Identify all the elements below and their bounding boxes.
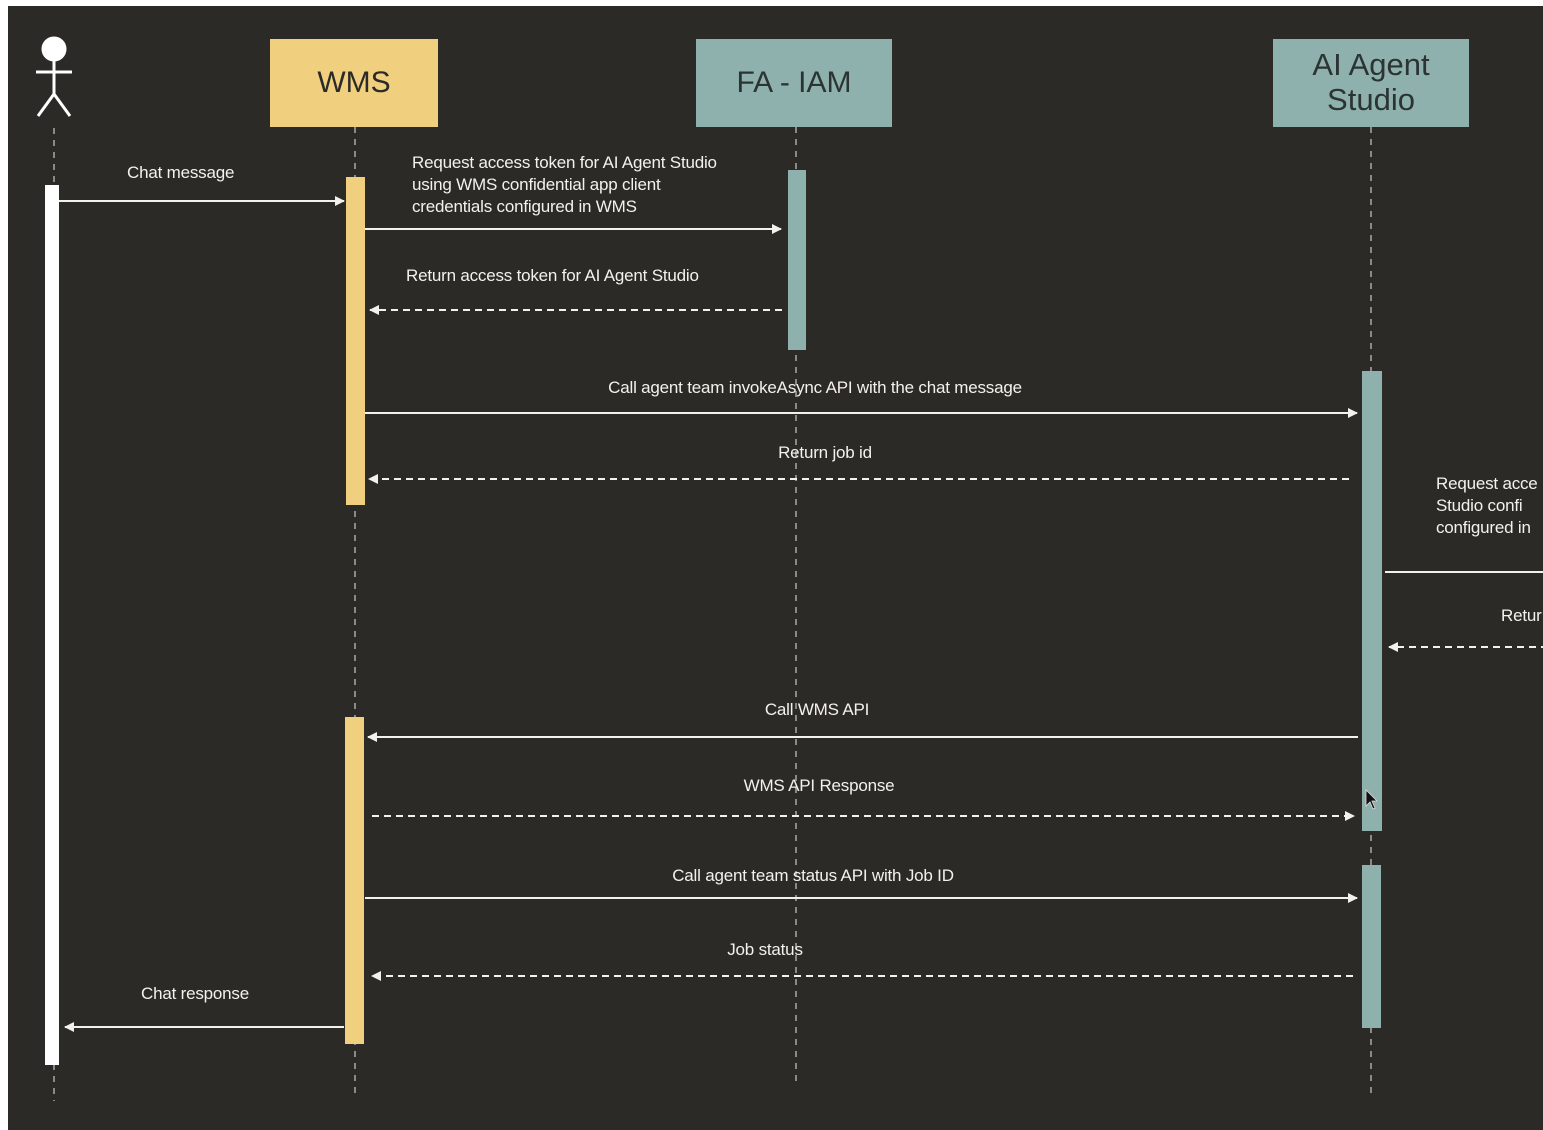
mouse-cursor-icon — [1365, 789, 1378, 810]
participant-fa-iam: FA - IAM — [696, 39, 892, 127]
message-request-access-token: Request access token for AI Agent Studio… — [412, 153, 717, 216]
message-status-api: Call agent team status API with Job ID — [672, 866, 954, 885]
activation-ai-2 — [1362, 865, 1381, 1028]
message-invoke-async: Call agent team invokeAsync API with the… — [608, 378, 1022, 397]
message-chat-response: Chat response — [141, 984, 249, 1003]
message-chat-message: Chat message — [127, 163, 235, 182]
activation-wms-1 — [346, 177, 365, 505]
activation-iam — [788, 170, 806, 350]
message-return-access-token: Return access token for AI Agent Studio — [406, 266, 699, 285]
participant-wms-label: WMS — [317, 66, 391, 100]
activation-ai-1 — [1362, 371, 1382, 831]
message-ai-return-offscreen: Retur — [1501, 606, 1542, 625]
message-return-job-id: Return job id — [778, 443, 872, 462]
participant-fa-iam-label: FA - IAM — [736, 66, 852, 100]
participant-ai-agent-studio: AI Agent Studio — [1273, 39, 1469, 127]
participant-wms: WMS — [270, 39, 438, 127]
message-ai-request-access-offscreen: Request acce Studio confi configured in — [1436, 474, 1538, 537]
participant-ai-agent-studio-label: AI Agent Studio — [1312, 47, 1430, 117]
message-call-wms-api: Call WMS API — [764, 700, 870, 719]
activation-wms-2 — [345, 717, 364, 1044]
message-wms-api-response: WMS API Response — [743, 776, 895, 795]
message-job-status: Job status — [727, 940, 803, 959]
activation-actor — [45, 185, 59, 1065]
diagram-svg — [36, 36, 1543, 1101]
sequence-diagram: WMS FA - IAM AI Agent Studio Chat messag… — [8, 6, 1543, 1130]
stick-figure-actor-icon — [36, 36, 72, 117]
